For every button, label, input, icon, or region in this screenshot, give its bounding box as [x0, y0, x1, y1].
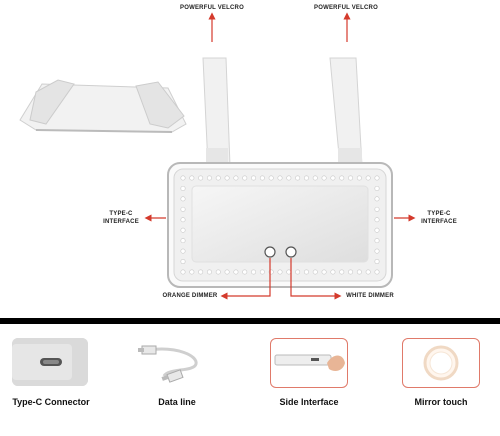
led-dot	[206, 175, 212, 181]
led-dot	[180, 227, 186, 233]
led-dot	[180, 206, 186, 212]
led-dot	[374, 227, 380, 233]
side-port-icon	[270, 338, 348, 388]
led-dot	[259, 269, 265, 275]
led-dot	[348, 269, 354, 275]
usb-cable-icon	[138, 338, 214, 386]
led-dot	[356, 175, 362, 181]
led-dot	[374, 206, 380, 212]
led-dot	[180, 217, 186, 223]
led-dot	[233, 175, 239, 181]
led-dot	[277, 269, 283, 275]
led-dot	[374, 185, 380, 191]
led-dot	[374, 238, 380, 244]
led-dot	[251, 175, 257, 181]
feature-label-mirror-touch: Mirror touch	[414, 397, 468, 407]
led-dot	[180, 175, 186, 181]
led-dot	[198, 175, 204, 181]
led-dot	[374, 248, 380, 254]
led-dot	[312, 175, 318, 181]
led-mirror	[167, 162, 393, 288]
led-dot	[180, 238, 186, 244]
orange-dimmer-button	[264, 246, 276, 258]
led-dot	[242, 269, 248, 275]
led-dot	[330, 175, 336, 181]
folded-mirror-image	[19, 79, 187, 133]
led-dot	[180, 269, 186, 275]
led-dot	[215, 175, 221, 181]
led-dot	[374, 269, 380, 275]
led-dot	[233, 269, 239, 275]
led-dot	[321, 269, 327, 275]
led-dot	[303, 269, 309, 275]
feature-label-data-line: Data line	[158, 397, 196, 407]
led-dot	[180, 259, 186, 265]
led-dot	[365, 269, 371, 275]
velcro-strap-left	[202, 57, 231, 167]
led-dot	[242, 175, 248, 181]
led-dot	[286, 175, 292, 181]
led-dot	[215, 269, 221, 275]
led-dot	[259, 175, 265, 181]
arrow-white-dimmer	[290, 258, 342, 300]
led-dot	[286, 269, 292, 275]
led-dot	[365, 175, 371, 181]
section-divider	[0, 318, 500, 324]
led-dot	[224, 175, 230, 181]
led-dot	[339, 175, 345, 181]
led-dot	[374, 196, 380, 202]
led-dot	[312, 269, 318, 275]
feature-label-type-c: Type-C Connector	[12, 397, 90, 407]
led-dot	[295, 269, 301, 275]
touch-ring-icon	[402, 338, 480, 388]
led-dot	[180, 196, 186, 202]
arrow-orange-dimmer	[220, 258, 271, 300]
led-ring	[180, 175, 380, 275]
white-dimmer-button	[285, 246, 297, 258]
led-dot	[374, 217, 380, 223]
led-dot	[198, 269, 204, 275]
led-dot	[374, 175, 380, 181]
led-dot	[206, 269, 212, 275]
led-dot	[374, 259, 380, 265]
led-dot	[356, 269, 362, 275]
white-dimmer-label: WHITE DIMMER	[346, 293, 394, 299]
led-dot	[251, 269, 257, 275]
led-dot	[303, 175, 309, 181]
led-dot	[268, 175, 274, 181]
led-dot	[189, 175, 195, 181]
led-dot	[180, 248, 186, 254]
led-dot	[180, 185, 186, 191]
typec-right-label: TYPE-C INTERFACE	[421, 211, 457, 225]
led-dot	[321, 175, 327, 181]
led-dot	[330, 269, 336, 275]
feature-label-side-interface: Side Interface	[279, 397, 339, 407]
led-dot	[339, 269, 345, 275]
led-dot	[277, 175, 283, 181]
led-dot	[295, 175, 301, 181]
velcro-left-label: POWERFUL VELCRO	[180, 5, 244, 11]
velcro-strap-right	[329, 57, 363, 167]
led-dot	[348, 175, 354, 181]
led-dot	[224, 269, 230, 275]
typec-left-label: TYPE-C INTERFACE	[103, 211, 139, 225]
orange-dimmer-label: ORANGE DIMMER	[162, 293, 218, 299]
velcro-right-label: POWERFUL VELCRO	[314, 5, 378, 11]
usb-c-port-icon	[12, 338, 88, 386]
led-dot	[189, 269, 195, 275]
